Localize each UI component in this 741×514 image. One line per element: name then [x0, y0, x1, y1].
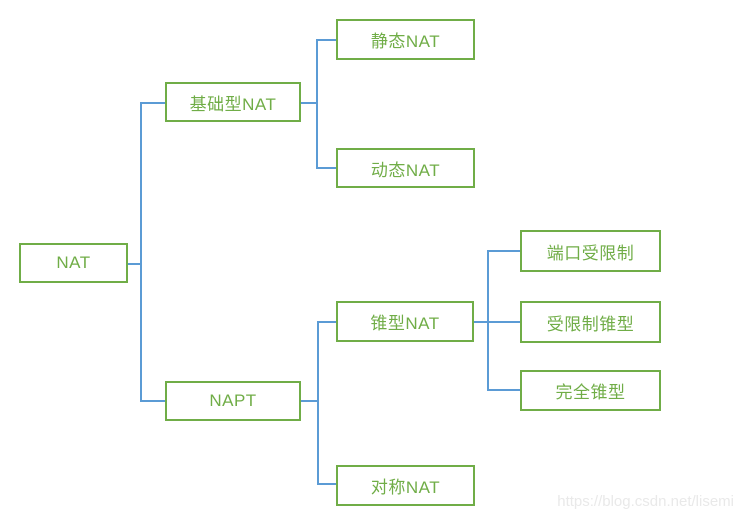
node-napt: NAPT [165, 381, 301, 421]
connector-line [474, 321, 520, 323]
connector-line [141, 400, 165, 402]
node-full-cone: 完全锥型 [520, 370, 661, 411]
node-basic-nat: 基础型NAT [165, 82, 301, 122]
connector-line [301, 102, 317, 104]
node-cone-nat: 锥型NAT [336, 301, 474, 342]
node-nat: NAT [19, 243, 128, 283]
connector-line [128, 263, 141, 265]
connector-line [318, 483, 336, 485]
node-restricted-cone: 受限制锥型 [520, 301, 661, 343]
connector-line [488, 250, 520, 252]
connector-line [316, 39, 318, 169]
watermark: https://blog.csdn.net/lisemi [557, 493, 734, 510]
connector-line [318, 321, 336, 323]
node-symmetric-nat: 对称NAT [336, 465, 475, 506]
node-dynamic-nat: 动态NAT [336, 148, 475, 188]
connector-line [487, 250, 489, 391]
connector-line [317, 321, 319, 485]
connector-line [301, 400, 318, 402]
connector-line [317, 167, 336, 169]
connector-line [141, 102, 165, 104]
node-port-restricted: 端口受限制 [520, 230, 661, 272]
connector-line [140, 102, 142, 402]
connector-line [317, 39, 336, 41]
connector-line [488, 389, 520, 391]
node-static-nat: 静态NAT [336, 19, 475, 60]
